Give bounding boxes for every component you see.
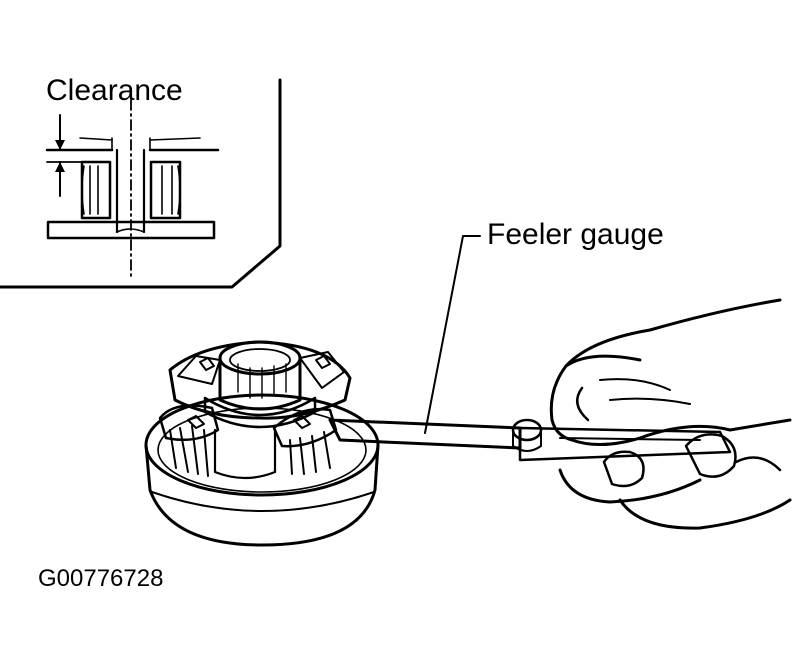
thumbnail [575, 386, 590, 422]
carrier-plate [168, 340, 352, 420]
center-hub-top [218, 340, 302, 376]
clearance-label: Clearance [46, 74, 183, 107]
clearance-arrow-up-icon [55, 162, 65, 172]
feeler-gauge-pivot-screw [511, 418, 543, 442]
middle-fingernail [684, 433, 737, 478]
inset-upper-step [111, 137, 151, 151]
carrier-lobe-back-right [299, 351, 345, 389]
housing-body [144, 443, 380, 547]
fingernail [602, 450, 645, 488]
housing-lower-edge [151, 491, 375, 512]
bolt-head-back-left [199, 357, 215, 371]
middle-finger [618, 498, 792, 530]
inset-right-gear-teeth [161, 165, 181, 215]
gear-teeth [169, 425, 331, 477]
feeler-gauge-holder-edge [559, 437, 701, 441]
thumb [570, 418, 792, 447]
feeler-gauge-leader-line [424, 235, 481, 434]
inset-shaft [115, 148, 146, 234]
inset-left-gear-teeth [81, 165, 99, 215]
index-finger [558, 468, 702, 504]
inset-lower-plate [46, 220, 216, 240]
bolt-head-back-right [315, 355, 331, 369]
feeler-gauge-pivot-body [512, 431, 542, 452]
lower-hub-shoulder [213, 428, 277, 480]
inset-upper-edge [79, 137, 201, 141]
clearance-arrow-down-icon [55, 140, 65, 150]
inset-right-gear [149, 160, 182, 220]
feeler-gauge-label: Feeler gauge [487, 218, 664, 251]
inset-detail [0, 78, 282, 289]
hub-splines [237, 363, 287, 399]
thumb-crease [564, 354, 642, 368]
feeler-gauge-holder [518, 426, 732, 462]
hand-back [549, 298, 782, 442]
inset-border [0, 78, 282, 289]
inset-left-gear [80, 160, 112, 220]
carrier-lobe-left [158, 404, 220, 441]
hand-shading [599, 378, 691, 405]
figure-id: G00776728 [38, 565, 164, 592]
hub-flange [203, 396, 317, 429]
hand [549, 298, 792, 530]
center-hub-bore [229, 348, 291, 372]
center-hub [218, 358, 302, 411]
feeler-gauge [328, 418, 732, 462]
bolt-head-left [187, 415, 205, 429]
ring-finger-edge [734, 456, 782, 472]
bolt-head-right [293, 415, 311, 429]
pump-assembly [144, 340, 380, 547]
